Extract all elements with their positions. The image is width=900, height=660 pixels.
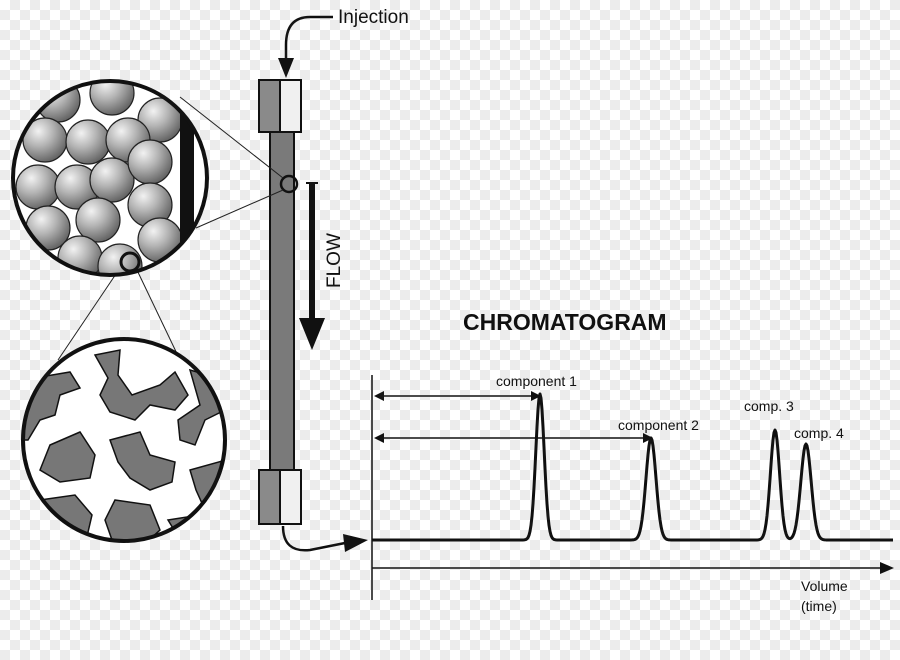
peak-label-component-2: component 2 <box>618 417 699 433</box>
retention-arrows <box>374 391 653 443</box>
flow-arrow <box>299 182 325 350</box>
bead <box>97 243 143 275</box>
x-axis-label-volume: Volume <box>801 578 848 594</box>
bead <box>35 81 81 123</box>
injection-arrow-head <box>278 58 294 78</box>
bead <box>89 81 135 116</box>
flow-label: FLOW <box>324 233 345 288</box>
porous-structure-magnification <box>21 337 227 543</box>
chromatogram-trace <box>371 392 894 542</box>
bead <box>15 164 61 210</box>
chromatogram-title: CHROMATOGRAM <box>463 309 667 335</box>
bead <box>127 139 173 185</box>
zoom-guide-lines <box>57 96 284 361</box>
outflow-arrow-head <box>343 534 368 552</box>
injection-arrow <box>284 15 333 60</box>
bead <box>89 157 135 203</box>
outflow-arrow <box>281 525 346 552</box>
bead <box>75 197 121 243</box>
peak-label-component-1: component 1 <box>496 373 577 389</box>
column-detail-marker <box>279 174 299 194</box>
bead <box>65 119 111 165</box>
x-axis-label-time: (time) <box>801 598 837 614</box>
peak-label-comp-4: comp. 4 <box>794 425 844 441</box>
peak-label-comp-3: comp. 3 <box>744 398 794 414</box>
chromatography-column <box>258 79 302 525</box>
injection-label: Injection <box>338 7 409 28</box>
pore-detail-marker <box>119 251 141 273</box>
column-wall <box>180 81 194 270</box>
packed-beads-magnification <box>11 79 209 277</box>
chromatogram-axes <box>371 375 894 600</box>
x-axis-arrow-head <box>880 562 894 574</box>
bead <box>137 217 183 263</box>
